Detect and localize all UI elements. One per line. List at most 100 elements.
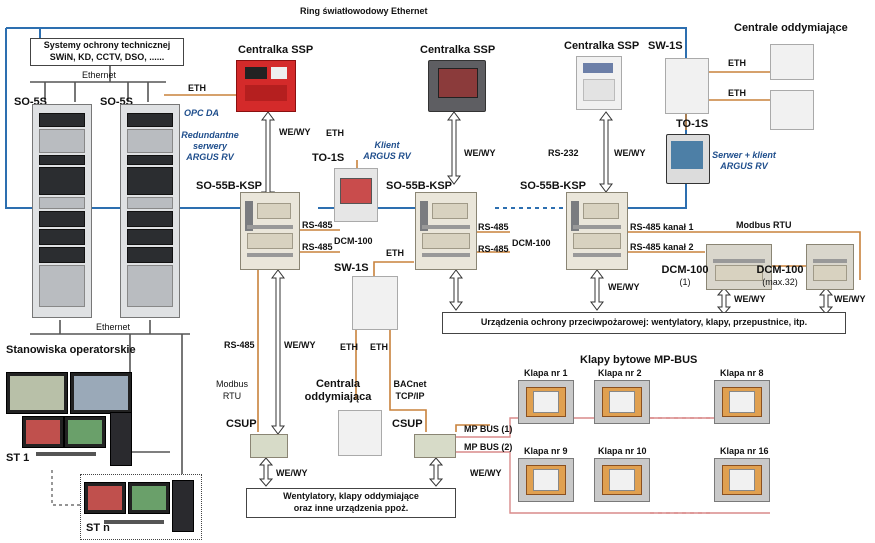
fans-line1: Wentylatory, klapy oddymiające xyxy=(283,491,419,501)
centralka-ssp-3-label: Centralka SSP xyxy=(564,40,640,52)
we-wy-label-1: WE/WY xyxy=(279,127,311,137)
smoke-central-2 xyxy=(770,90,814,130)
we-wy-label-9: WE/WY xyxy=(470,468,502,478)
operators-label: Stanowiska operatorskie xyxy=(6,344,136,356)
klapa-label-8: Klapa nr 8 xyxy=(720,368,764,378)
dcm100-right-label: DCM-100 xyxy=(512,238,551,248)
csup-right-label: CSUP xyxy=(392,418,423,430)
monitor-na xyxy=(84,482,126,514)
modbus-rtu-left: Modbus RTU xyxy=(212,378,252,402)
modbus-left-line1: Modbus xyxy=(215,379,249,389)
fire-panel-dark xyxy=(428,60,486,112)
so55b-cabinet-2 xyxy=(415,192,477,270)
centrale-oddymiajace-label: Centrale oddymiające xyxy=(734,22,848,34)
so55b-cabinet-3 xyxy=(566,192,628,270)
dcm100-mid-label: DCM-100 xyxy=(334,236,373,246)
dcm100-device-32 xyxy=(806,244,854,290)
systems-box: Systemy ochrony technicznej SWiN, KD, CC… xyxy=(30,38,184,66)
fire-panel-red xyxy=(236,60,296,112)
we-wy-label-2: WE/WY xyxy=(464,148,496,158)
bacnet-line2: TCP/IP xyxy=(395,391,425,401)
mpbus-dashed xyxy=(650,417,710,514)
centrala-oddymiajaca-label: Centrala oddymiająca xyxy=(298,378,378,404)
mpbus2-label: MP BUS (2) xyxy=(464,442,513,452)
st1-label: ST 1 xyxy=(6,452,30,464)
ethernet-top-label: Ethernet xyxy=(82,70,117,80)
serwer-klient-line2: ARGUS RV xyxy=(720,161,768,171)
we-wy-label-5: WE/WY xyxy=(734,294,766,304)
fire-devices-text: Urządzenia ochrony przeciwpożarowej: wen… xyxy=(480,317,808,327)
klapa-label-16: Klapa nr 16 xyxy=(720,446,769,456)
monitor-1b xyxy=(70,372,132,414)
sw1s-top-box xyxy=(665,58,709,114)
modbus-left-line2: RTU xyxy=(222,391,242,401)
modbus-rtu-label: Modbus RTU xyxy=(736,220,792,230)
dcm-32-name: DCM-100 xyxy=(756,264,804,276)
damper-16 xyxy=(714,458,770,502)
fire-devices-box: Urządzenia ochrony przeciwpożarowej: wen… xyxy=(442,312,846,334)
pc-tower-1 xyxy=(110,412,132,466)
eth-label-cent2: ETH xyxy=(728,88,746,98)
keyboard-1 xyxy=(36,452,96,456)
klient-label: Klient ARGUS RV xyxy=(360,140,414,162)
dcm-1-sub: (1) xyxy=(679,277,691,287)
csup-left-device xyxy=(250,434,288,458)
monitor-1c xyxy=(22,416,64,448)
to1s-right-label: TO-1S xyxy=(676,118,709,130)
to1s-mid-panel xyxy=(334,168,378,222)
eth-label-to1s: ETH xyxy=(326,128,344,138)
kanal2-label: RS-485 kanał 2 xyxy=(630,242,694,252)
redundant-label: Redundantne serwery ARGUS RV xyxy=(178,130,242,163)
eth-label-sw-left: ETH xyxy=(340,342,358,352)
stn-label: ST n xyxy=(86,522,110,534)
fans-box: Wentylatory, klapy oddymiające oraz inne… xyxy=(246,488,456,518)
server-rack-left xyxy=(32,104,92,318)
klapa-label-10: Klapa nr 10 xyxy=(598,446,647,456)
sw1s-mid-box xyxy=(352,276,398,330)
redundant-line3: ARGUS RV xyxy=(186,152,234,162)
eth-label-sw: ETH xyxy=(386,248,404,258)
csup-left-label: CSUP xyxy=(226,418,257,430)
eth-label-cent1: ETH xyxy=(728,58,746,68)
centralka-ssp-1-label: Centralka SSP xyxy=(238,44,314,56)
ethernet-dashed xyxy=(51,470,80,506)
keyboard-n xyxy=(104,520,164,524)
monitor-nb xyxy=(128,482,170,514)
dcm-1-name: DCM-100 xyxy=(661,264,709,276)
rs485-label-1b: RS-485 xyxy=(302,242,333,252)
centralka-ssp-2-label: Centralka SSP xyxy=(420,44,496,56)
bacnet-label: BACnet TCP/IP xyxy=(390,378,430,402)
rs232-label: RS-232 xyxy=(548,148,579,158)
damper-8 xyxy=(714,380,770,424)
systems-line1: Systemy ochrony technicznej xyxy=(43,40,171,50)
smoke-central-bottom xyxy=(338,410,382,456)
rs485-label-bottom: RS-485 xyxy=(224,340,255,350)
smoke-central-1 xyxy=(770,44,814,80)
fans-line2: oraz inne urządzenia ppoż. xyxy=(293,503,409,513)
we-wy-label-8: WE/WY xyxy=(276,468,308,478)
we-wy-label-3: WE/WY xyxy=(614,148,646,158)
to1s-mid-label: TO-1S xyxy=(312,152,345,164)
rs485-label-2a: RS-485 xyxy=(478,222,509,232)
so55b-1-label: SO-55B-KSP xyxy=(196,180,263,192)
so55b-2-label: SO-55B-KSP xyxy=(386,180,453,192)
mpbus-title: Klapy bytowe MP-BUS xyxy=(580,354,698,366)
serwer-klient-line1: Serwer + klient xyxy=(712,150,776,160)
monitor-1a xyxy=(6,372,68,414)
so55b-cabinet-1 xyxy=(240,192,300,270)
damper-1 xyxy=(518,380,574,424)
redundant-line1: Redundantne xyxy=(181,130,239,140)
damper-10 xyxy=(594,458,650,502)
centrala-line2: oddymiająca xyxy=(304,391,372,403)
sw1s-mid-label: SW-1S xyxy=(334,262,369,274)
klapa-label-9: Klapa nr 9 xyxy=(524,446,568,456)
we-wy-label-6: WE/WY xyxy=(834,294,866,304)
klapa-label-2: Klapa nr 2 xyxy=(598,368,642,378)
we-wy-label-4: WE/WY xyxy=(608,282,640,292)
redundant-line2: serwery xyxy=(192,141,228,151)
opc-da-label: OPC DA xyxy=(184,108,220,118)
systems-line2: SWiN, KD, CCTV, DSO, ...... xyxy=(49,52,165,62)
ethernet-lines xyxy=(30,66,190,485)
centrala-line1: Centrala xyxy=(315,378,361,390)
